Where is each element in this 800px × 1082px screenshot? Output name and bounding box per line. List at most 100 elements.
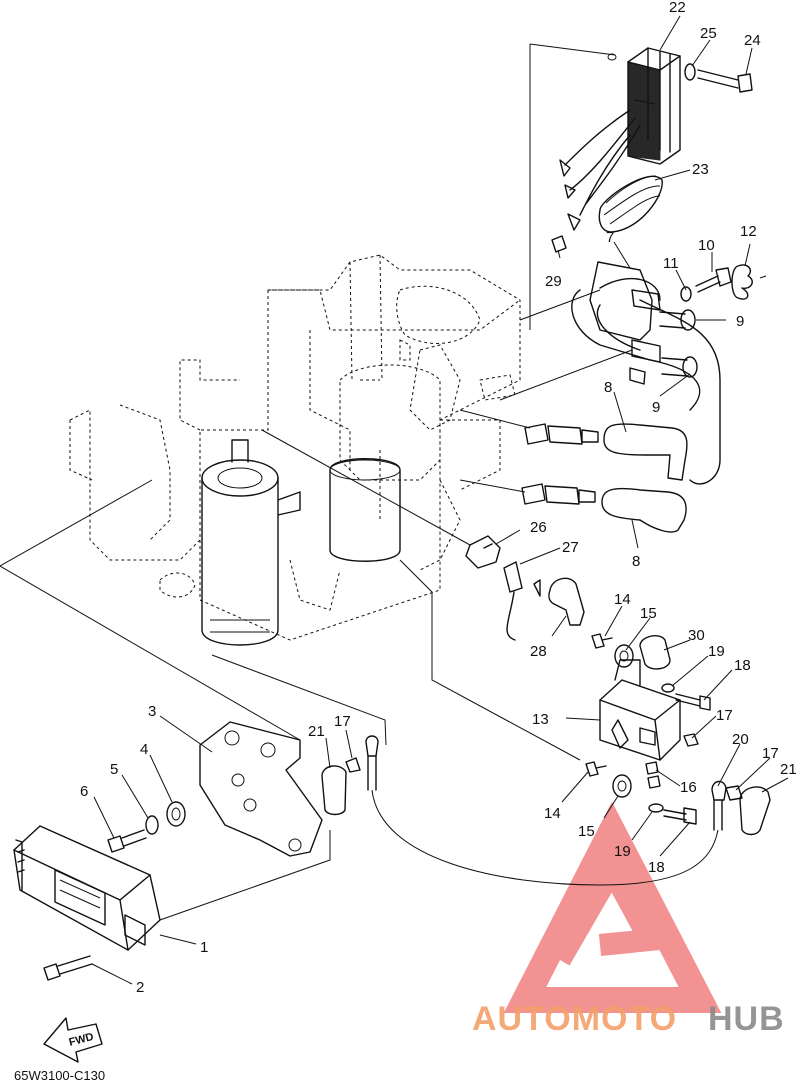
collar-14-upper bbox=[591, 633, 613, 649]
callout-4: 4 bbox=[140, 741, 148, 758]
nut-17-left bbox=[345, 757, 361, 773]
callout-26: 26 bbox=[530, 519, 547, 536]
callout-3: 3 bbox=[148, 703, 156, 720]
collar-14-lower bbox=[585, 761, 607, 777]
washer-5 bbox=[145, 815, 159, 835]
callout-21-right: 21 bbox=[780, 761, 797, 778]
fwd-arrow: FWD bbox=[43, 1017, 103, 1063]
ignition-coil-assy bbox=[589, 261, 661, 363]
mount-point-22 bbox=[607, 53, 617, 61]
cover-30 bbox=[639, 635, 671, 670]
clamp-12 bbox=[731, 264, 753, 300]
callout-14-lower: 14 bbox=[544, 805, 561, 822]
callout-27: 27 bbox=[562, 539, 579, 556]
nut-17-relay bbox=[683, 733, 699, 747]
bolt-6 bbox=[107, 829, 147, 853]
watermark-logo bbox=[503, 801, 722, 1013]
nut-16-a bbox=[645, 761, 659, 775]
wire-connector-29 bbox=[551, 235, 567, 253]
terminal-cap-21-left bbox=[321, 765, 347, 816]
callout-8-upper: 8 bbox=[604, 379, 612, 396]
lead-line-starter bbox=[211, 654, 387, 746]
callout-30: 30 bbox=[688, 627, 705, 644]
grommet-15-lower bbox=[612, 774, 632, 798]
callout-28: 28 bbox=[530, 643, 547, 660]
callout-leaders bbox=[91, 15, 789, 985]
rectifier-regulator bbox=[627, 47, 681, 165]
callout-13: 13 bbox=[532, 711, 549, 728]
wire-terminal-27 bbox=[533, 579, 541, 597]
nut-17-right bbox=[725, 785, 743, 801]
callout-15-upper: 15 bbox=[640, 605, 657, 622]
lead-line-relay bbox=[399, 559, 581, 761]
washer-11 bbox=[680, 286, 692, 302]
callout-23: 23 bbox=[692, 161, 709, 178]
callout-22: 22 bbox=[669, 0, 686, 16]
callout-24: 24 bbox=[744, 32, 761, 49]
callout-9-lower: 9 bbox=[652, 399, 660, 416]
terminal-cap-21-right bbox=[739, 786, 771, 836]
starter-relay bbox=[599, 659, 681, 761]
cap-plug bbox=[629, 367, 646, 385]
spark-plug-lower bbox=[521, 483, 596, 505]
battery-terminal-left bbox=[365, 735, 379, 791]
callout-17-left: 17 bbox=[334, 713, 351, 730]
plug-cap-upper bbox=[603, 423, 688, 481]
callout-10: 10 bbox=[698, 237, 715, 254]
nut-16-b bbox=[647, 775, 661, 789]
lead-wire-27 bbox=[503, 561, 523, 641]
callout-20: 20 bbox=[732, 731, 749, 748]
callout-7: 7 bbox=[606, 229, 614, 246]
lead-line-plugs bbox=[459, 409, 531, 493]
lead-line-cdi bbox=[159, 830, 331, 921]
wire-terminals bbox=[559, 159, 581, 231]
grommet-4 bbox=[166, 801, 186, 827]
plug-cap-lower bbox=[601, 487, 687, 533]
callout-17-right: 17 bbox=[762, 745, 779, 762]
rectifier-wires bbox=[564, 109, 641, 216]
watermark-text: AUTOMOTO HUB bbox=[472, 1000, 784, 1038]
bracket-plate-3 bbox=[199, 721, 323, 857]
callout-18-lower: 18 bbox=[648, 859, 665, 876]
grommet-lower bbox=[661, 356, 698, 378]
bolt-18-upper bbox=[675, 693, 711, 711]
callout-8-lower: 8 bbox=[632, 553, 640, 570]
callout-numbers: 22 25 24 23 29 7 10 11 12 9 9 8 8 26 27 … bbox=[80, 0, 797, 996]
battery-cable bbox=[371, 789, 719, 886]
engine-block bbox=[69, 254, 521, 641]
washer-19-lower bbox=[648, 803, 664, 813]
diagram-code: 65W3100-C130 bbox=[14, 1068, 105, 1082]
callout-16: 16 bbox=[680, 779, 697, 796]
callout-18-upper: 18 bbox=[734, 657, 751, 674]
callout-1: 1 bbox=[200, 939, 208, 956]
callout-19-upper: 19 bbox=[708, 643, 725, 660]
bolt-2 bbox=[43, 955, 93, 981]
callout-9-upper: 9 bbox=[736, 313, 744, 330]
bellows-23 bbox=[598, 175, 663, 233]
fwd-label: FWD bbox=[68, 1031, 95, 1049]
neutral-switch-26 bbox=[465, 535, 501, 569]
ignition-coil bbox=[329, 458, 401, 562]
bolt-24 bbox=[697, 69, 753, 93]
cap-28 bbox=[548, 577, 585, 626]
grommet-15-upper bbox=[614, 644, 634, 668]
starter-motor bbox=[201, 439, 301, 646]
lead-line-10-12 bbox=[759, 275, 767, 279]
bolt-18-lower bbox=[663, 807, 697, 825]
high-tension-cords bbox=[571, 277, 721, 485]
callout-12: 12 bbox=[740, 223, 757, 240]
callout-25: 25 bbox=[700, 25, 717, 42]
watermark-part1: AUTOMOTO bbox=[472, 1000, 677, 1038]
callout-6: 6 bbox=[80, 783, 88, 800]
callout-5: 5 bbox=[110, 761, 118, 778]
lead-line-coil-block bbox=[499, 289, 633, 401]
bracket-line-22 bbox=[529, 43, 616, 330]
spark-plug-upper bbox=[524, 423, 599, 445]
callout-29: 29 bbox=[545, 273, 562, 290]
callout-14-upper: 14 bbox=[614, 591, 631, 608]
battery-terminal-20 bbox=[711, 780, 727, 831]
cdi-leader-line bbox=[0, 479, 301, 741]
washer-19-upper bbox=[661, 683, 675, 693]
callout-11: 11 bbox=[663, 255, 679, 272]
